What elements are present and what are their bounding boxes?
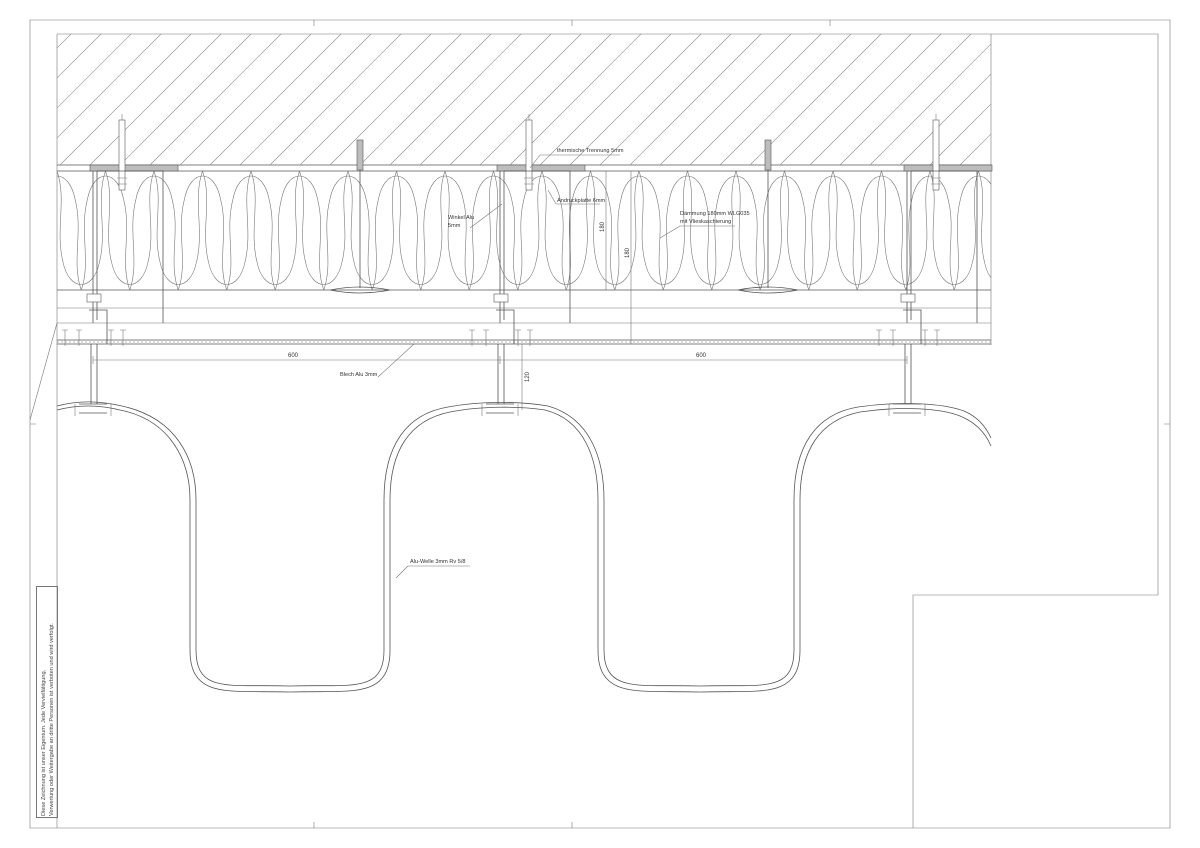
label-pressure-plate: Andruckplatte 6mm bbox=[557, 198, 606, 204]
dim-cavity-depth: 180 bbox=[625, 247, 631, 258]
ownership-note-line2: Verwertung oder Weitergabe an dritte Per… bbox=[49, 623, 55, 816]
dim-offset-depth: 120 bbox=[525, 371, 531, 382]
sheet-frame bbox=[29, 19, 1171, 829]
concrete-hatch bbox=[57, 34, 991, 165]
bracket-assemblies bbox=[62, 114, 993, 416]
leader-lines bbox=[377, 154, 735, 579]
ownership-note: Diese Zeichnung ist unser Eigentum. Jede… bbox=[36, 586, 58, 818]
label-bracket-thickness: 5mm bbox=[448, 223, 461, 229]
label-thermal-separation: thermische Trennung 5mm bbox=[557, 148, 624, 154]
dimension-lines bbox=[92, 171, 908, 410]
label-insulation-1: Dämmung 180mm WLG035 bbox=[680, 211, 750, 217]
label-sheet: Blech Alu 3mm bbox=[340, 372, 378, 378]
insulation-layer bbox=[57, 170, 991, 291]
insulation-dowel bbox=[329, 139, 391, 294]
annotation-labels: thermische Trennung 5mm Winkel Alu 5mm A… bbox=[288, 148, 750, 565]
dim-span-left: 600 bbox=[288, 353, 299, 359]
aluminium-wave-cladding bbox=[56, 401, 992, 693]
ownership-note-line1: Diese Zeichnung ist unser Eigentum. Jede… bbox=[41, 669, 47, 816]
cavity-lines bbox=[29, 307, 991, 421]
dim-insulation-depth: 180 bbox=[600, 221, 606, 232]
label-bracket: Winkel Alu bbox=[448, 215, 474, 221]
bracket-assembly bbox=[62, 114, 179, 416]
insulation-anchors bbox=[329, 139, 799, 294]
label-insulation-2: mit Vlieskaschierung bbox=[680, 219, 731, 225]
aluminium-sheet bbox=[57, 339, 991, 345]
insulation-dowel bbox=[737, 139, 799, 294]
dim-span-right: 600 bbox=[696, 353, 707, 359]
bracket-assembly bbox=[876, 114, 993, 416]
concrete-wall bbox=[57, 34, 992, 345]
label-wave: Alu-Welle 3mm Rv 5/8 bbox=[410, 559, 466, 565]
insulation-pattern bbox=[57, 170, 991, 290]
bracket-assembly bbox=[469, 114, 586, 416]
